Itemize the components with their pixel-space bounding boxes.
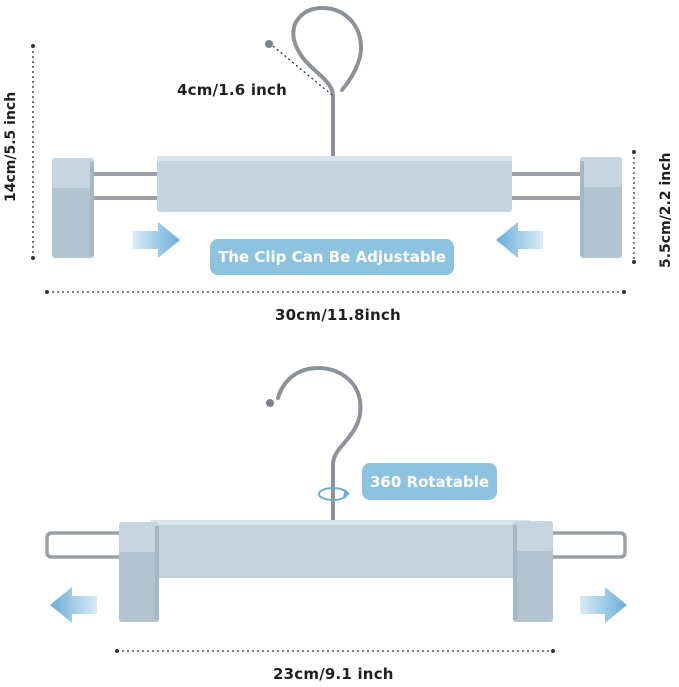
- top-hanger-body: [157, 156, 512, 212]
- rotatable-callout: 360 Rotatable: [362, 463, 497, 500]
- top-left-clip: [52, 158, 94, 258]
- adjustable-callout: The Clip Can Be Adjustable: [210, 239, 454, 275]
- bottom-hanger-body: [150, 520, 530, 578]
- top-hanger: [31, 5, 636, 294]
- top-hook-tip: [265, 40, 273, 48]
- height-dimension-label: 14cm/5.5 inch: [3, 91, 19, 202]
- bottom-left-clip: [119, 522, 159, 622]
- bottom-right-clip: [513, 521, 553, 622]
- bottom-hanger: [45, 365, 627, 653]
- arrow-left-icon: [496, 222, 543, 258]
- bottom-hook-tip: [266, 399, 274, 407]
- top-hook: [291, 5, 364, 158]
- arrow-right-icon: [580, 587, 627, 623]
- arrow-right-icon: [133, 222, 180, 258]
- bottom-left-wire: [45, 531, 128, 559]
- bottom-right-wire: [545, 531, 627, 559]
- arrow-left-icon: [50, 587, 97, 623]
- top-right-clip: [580, 157, 622, 258]
- hook-dimension-label: 4cm/1.6 inch: [177, 81, 288, 99]
- width-dimension-label: 30cm/11.8inch: [275, 306, 401, 324]
- clip-height-dimension-label: 5.5cm/2.2 inch: [658, 152, 674, 268]
- bottom-width-dimension-label: 23cm/9.1 inch: [273, 665, 394, 683]
- rotate-icon: [318, 487, 350, 501]
- bottom-hook: [276, 365, 363, 522]
